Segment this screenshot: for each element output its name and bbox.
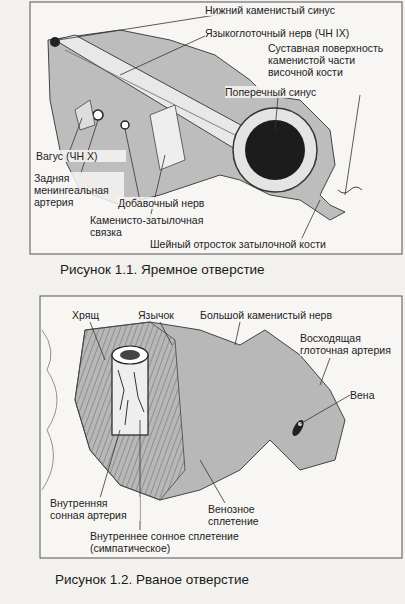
- part-label: Суставная поверхность каменистой части в…: [268, 42, 400, 78]
- part-label: Языкоглоточный нерв (ЧН IX): [205, 27, 365, 39]
- part-label: Поперечный синус: [225, 86, 335, 98]
- part-label: Внутреннее сонное сплетение (симпатическ…: [90, 530, 250, 554]
- part-label: Большой каменистый нерв: [200, 309, 370, 321]
- figure-caption: Рисунок 1.2. Рваное отверстие: [55, 572, 385, 588]
- part-label: Вагус (ЧН X): [36, 150, 126, 162]
- jugular-ring: [233, 108, 317, 192]
- inferior-petrosal-sinus: [50, 37, 60, 47]
- nerve-band: [55, 35, 250, 152]
- part-label: Каменисто-затылочная связка: [90, 214, 210, 238]
- cartilage: [75, 322, 185, 500]
- part-label: Добавочный нерв: [118, 197, 228, 209]
- figure-frame: [40, 296, 402, 558]
- part-label: Хрящ: [72, 309, 122, 321]
- part-label: Внутренняя сонная артерия: [50, 497, 140, 521]
- accessory-nerve: [121, 121, 129, 129]
- part-label: Нижний каменистый синус: [200, 4, 335, 16]
- figure-caption: Рисунок 1.1. Яремное отверстие: [60, 262, 380, 278]
- part-label: Задняя менингеальная артерия: [34, 172, 124, 208]
- figure-frame: [30, 2, 402, 254]
- petro-occipital-ligament: [150, 105, 185, 170]
- vein: [290, 418, 306, 438]
- carotid-artery: [112, 355, 148, 435]
- part-label: Вена: [350, 389, 400, 401]
- meningeal-artery: [93, 110, 103, 120]
- part-label: Шейный отросток затылочной кости: [150, 238, 350, 250]
- part-label: Восходящая глоточная артерия: [300, 332, 400, 356]
- part-label: Язычок: [138, 309, 198, 321]
- vagus-nerve: [75, 100, 95, 130]
- part-label: Венозное сплетение: [208, 503, 288, 527]
